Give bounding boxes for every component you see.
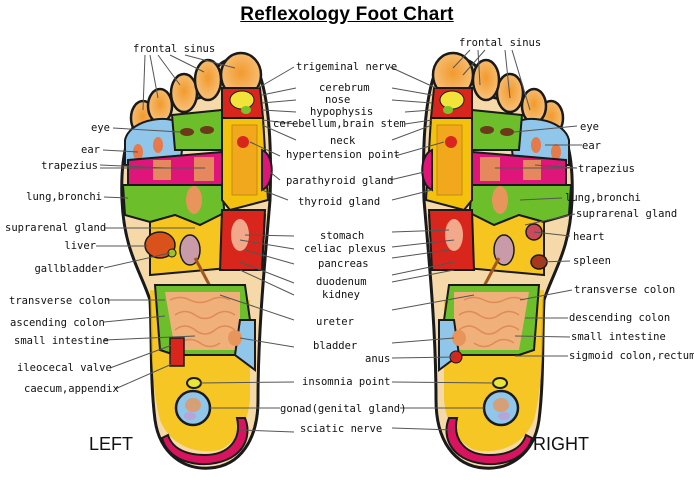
label-right-sigmoid-colon-rectum: sigmoid colon,rectum [569,350,694,362]
label-left-frontal-sinus: frontal sinus [133,43,216,55]
left-foot [120,51,273,470]
label-right-trapezius: trapezius [578,163,635,175]
label-cerebellum-brain-stem: cerebellum,brain stem [273,118,406,130]
label-pancreas: pancreas [318,258,369,270]
label-left-gallbladder: gallbladder [34,263,104,275]
label-ureter: ureter [316,316,354,328]
label-right-heart: heart [573,231,605,243]
label-right-transverse-colon: transverse colon [574,284,676,296]
label-right-small-intestine: small intestine [571,331,666,343]
label-bladder: bladder [313,340,358,352]
label-gonad: gonad(genital gland) [280,403,407,415]
label-hypophysis: hypophysis [310,106,374,118]
label-left-eye: eye [91,122,110,134]
label-left-ileocecal-valve: ileocecal valve [17,362,112,374]
label-hypertension-point: hypertension point [286,149,400,161]
label-right-suprarenal-gland: suprarenal gland [576,208,678,220]
label-right-lung-bronchi: lung,bronchi [565,192,641,204]
label-left-liver: liver [64,240,96,252]
label-trigeminal-nerve: trigeminal nerve [296,61,398,73]
label-thyroid-gland: thyroid gland [298,196,381,208]
label-right-eye: eye [580,121,599,133]
label-anus: anus [365,353,391,365]
label-left-transverse-colon: transverse colon [9,295,111,307]
label-right-descending-colon: descending colon [569,312,671,324]
left-foot-label: LEFT [89,434,134,454]
label-left-caecum-appendix: caecum,appendix [24,383,119,395]
label-celiac-plexus: celiac plexus [304,243,387,255]
label-left-suprarenal-gland: suprarenal gland [5,222,107,234]
label-left-small-intestine: small intestine [14,335,109,347]
chart-title: Reflexology Foot Chart [240,4,454,25]
label-left-ear: ear [81,144,100,156]
label-insomnia-point: insomnia point [302,376,391,388]
label-left-lung-bronchi: lung,bronchi [26,191,102,203]
right-foot-label: RIGHT [533,434,589,454]
label-cerebrum: cerebrum [319,82,370,94]
label-left-ascending-colon: ascending colon [10,317,105,329]
label-stomach: stomach [320,230,365,242]
right-foot [421,51,574,470]
label-sciatic-nerve: sciatic nerve [300,423,383,435]
label-right-spleen: spleen [573,255,611,267]
label-neck: neck [330,135,356,147]
label-parathyroid-gland: parathyroid gland [286,175,394,187]
label-right-frontal-sinus: frontal sinus [459,37,542,49]
label-duodenum: duodenum [316,276,367,288]
label-nose: nose [325,94,351,106]
label-left-trapezius: trapezius [41,160,98,172]
label-kidney: kidney [322,289,360,301]
label-right-ear: ear [582,140,601,152]
leader-lines [96,49,582,433]
